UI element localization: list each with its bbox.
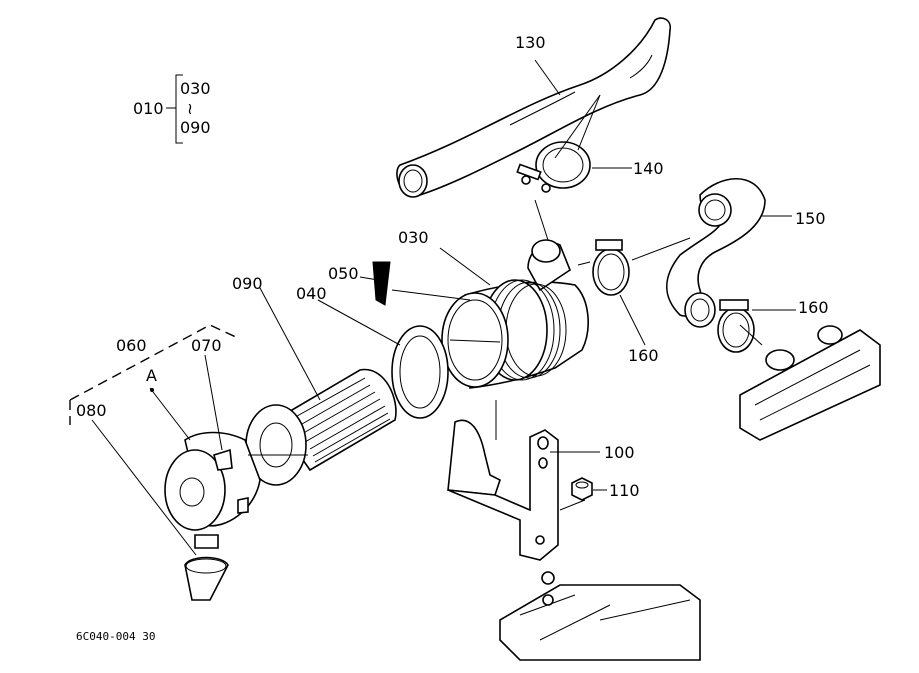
label-080: 080 (76, 401, 107, 420)
hose-clamp-160-right (717, 299, 755, 353)
part-labels: 130 140 150 160 160 030 050 090 040 060 … (76, 33, 829, 500)
bracket-100 (447, 419, 559, 561)
legend-separator: ≀ (187, 99, 193, 118)
air-cleaner-body-030 (441, 239, 589, 389)
label-100: 100 (604, 443, 635, 462)
evacuator-valve-080 (184, 534, 229, 601)
label-sticker-050 (372, 261, 391, 306)
legend-top-number: 030 (180, 79, 211, 98)
label-150: 150 (795, 209, 826, 228)
label-090: 090 (232, 274, 263, 293)
intake-manifold (739, 325, 881, 441)
hose-band-140 (516, 141, 591, 193)
hose-clamp-160-left (592, 239, 630, 296)
label-A: A (146, 366, 157, 385)
filter-element-090 (245, 368, 397, 486)
label-070: 070 (191, 336, 222, 355)
leader-lines (91, 59, 796, 556)
label-030: 030 (398, 228, 429, 247)
intake-pipe-130 (396, 17, 672, 198)
legend-assembly-number: 010 (133, 99, 164, 118)
label-060: 060 (116, 336, 147, 355)
label-160-left: 160 (628, 346, 659, 365)
cap-group-boundary (69, 324, 239, 425)
figure-code: 6C040-004 30 (76, 630, 155, 643)
legend-bottom-number: 090 (180, 118, 211, 137)
label-160-right: 160 (798, 298, 829, 317)
label-140: 140 (633, 159, 664, 178)
label-110: 110 (609, 481, 640, 500)
element-holder-040 (391, 325, 449, 419)
hose-150 (666, 177, 766, 328)
label-130: 130 (515, 33, 546, 52)
label-040: 040 (296, 284, 327, 303)
engine-block (499, 571, 701, 661)
label-050: 050 (328, 264, 359, 283)
bolt-110 (571, 477, 593, 501)
assembly-legend: 010 030 ≀ 090 (133, 74, 211, 144)
cap-060 (164, 431, 261, 531)
